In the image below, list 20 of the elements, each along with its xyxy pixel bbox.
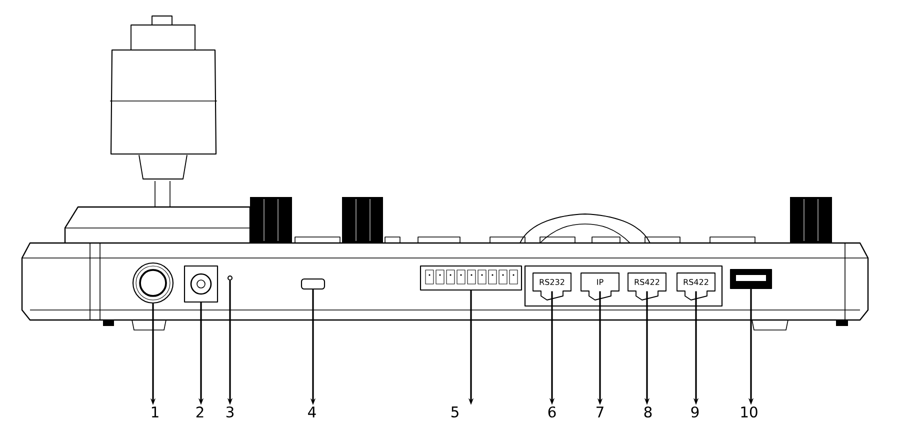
- callout-number: 3: [226, 406, 234, 418]
- callout-number: 10: [741, 406, 758, 418]
- callout-number: 7: [596, 406, 604, 418]
- callout-number: 5: [451, 406, 458, 418]
- port: RS232: [532, 272, 572, 300]
- indicator-light: [227, 275, 233, 281]
- callout-number: 1: [152, 406, 158, 418]
- usb-port: [730, 268, 772, 290]
- slot: [300, 278, 326, 290]
- connector-socket: [132, 262, 174, 304]
- port: RS422: [676, 272, 716, 300]
- callout-number: 2: [196, 406, 204, 418]
- port: RS422: [628, 272, 666, 300]
- power-jack: [184, 265, 218, 303]
- callout-number: 8: [644, 406, 652, 418]
- callout-number: 4: [308, 406, 316, 418]
- port: IP: [580, 272, 620, 300]
- callout-number: 6: [548, 406, 556, 418]
- callout-number: 9: [691, 406, 699, 418]
- terminal-block: [420, 265, 522, 291]
